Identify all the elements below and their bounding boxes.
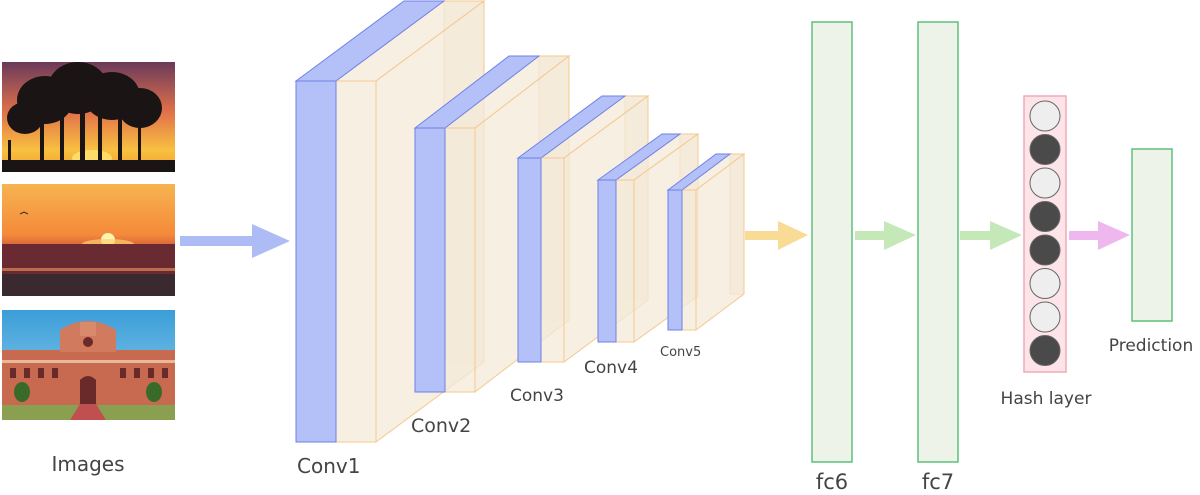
conv2-front-face xyxy=(414,127,446,393)
conv5-label: Conv5 xyxy=(660,345,701,360)
conv2-label: Conv2 xyxy=(411,415,471,437)
hash-neuron-active xyxy=(1029,134,1061,165)
hash-neuron-active xyxy=(1029,201,1061,232)
conv1-label: Conv1 xyxy=(297,454,360,478)
conv4-front-face xyxy=(597,179,617,343)
conv4-body-front xyxy=(615,179,635,343)
conv5-body-front xyxy=(681,189,697,331)
hash-layer-label: Hash layer xyxy=(1001,389,1092,409)
hash-neurons xyxy=(1029,100,1061,366)
fc7-layer xyxy=(917,21,959,463)
arrow-fc6-to-fc7 xyxy=(855,221,916,250)
conv1-front-face xyxy=(295,80,337,443)
arrow-images-to-conv1 xyxy=(180,224,290,258)
hash-neuron-inactive xyxy=(1029,301,1061,333)
hash-neuron-inactive xyxy=(1029,268,1061,299)
thumbnail-tree-silhouette xyxy=(2,62,175,172)
arrow-conv5-to-fc6 xyxy=(745,221,808,250)
hash-neuron-inactive xyxy=(1029,167,1061,199)
fc7-label: fc7 xyxy=(922,470,954,494)
fc6-label: fc6 xyxy=(816,470,848,494)
conv1-body-front xyxy=(335,80,377,443)
prediction-layer xyxy=(1131,148,1173,322)
hash-neuron-active xyxy=(1029,335,1061,366)
arrow-hash-to-prediction xyxy=(1069,221,1130,250)
conv2-body-front xyxy=(444,127,476,393)
conv-blocks xyxy=(294,0,746,443)
thumbnail-sea-sunset xyxy=(2,184,175,296)
hash-neuron-active xyxy=(1029,234,1061,266)
conv3-front-face xyxy=(517,157,542,363)
prediction-label: Prediction xyxy=(1109,336,1193,356)
fc6-layer xyxy=(811,21,853,463)
conv4-label: Conv4 xyxy=(584,358,638,378)
conv3-body-front xyxy=(540,157,565,363)
conv5-front-face xyxy=(667,189,683,331)
conv3-label: Conv3 xyxy=(510,386,564,406)
thumbnail-brick-building xyxy=(2,310,175,420)
hash-neuron-inactive xyxy=(1029,100,1061,132)
images-label: Images xyxy=(51,452,124,476)
arrow-fc7-to-hash xyxy=(960,221,1022,250)
